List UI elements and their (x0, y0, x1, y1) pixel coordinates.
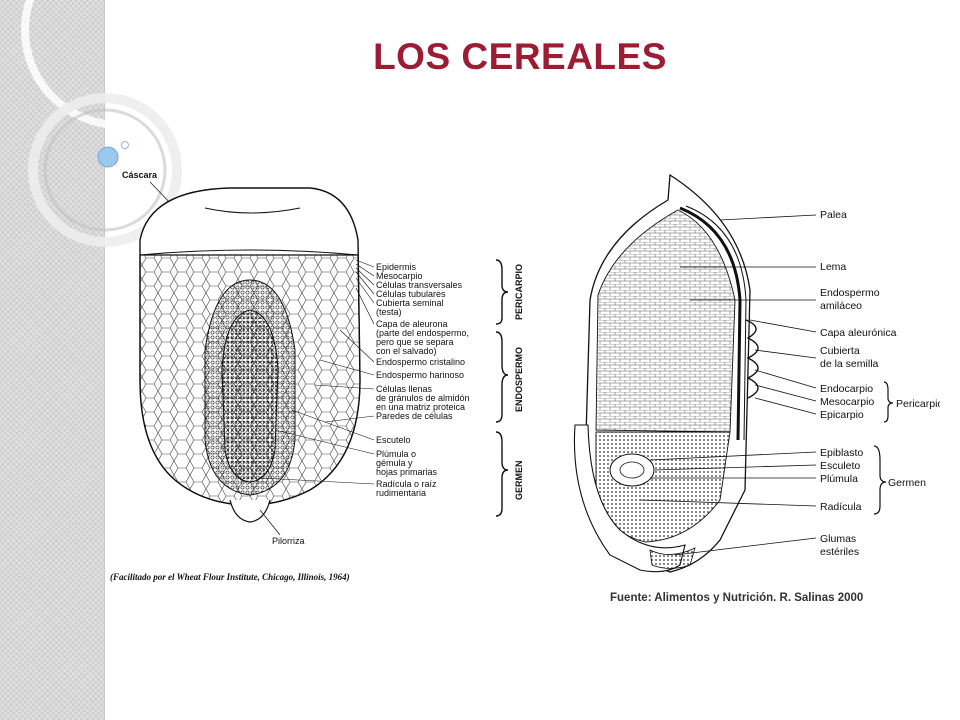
grain-arrows (639, 214, 817, 556)
group-label-pericarpio-r: Pericarpio (896, 398, 940, 410)
source-caption: Fuente: Alimentos y Nutrición. R. Salina… (610, 592, 864, 604)
label-hojas-primarias: hojas primarias (376, 467, 438, 477)
wheat-kernel-diagram: Cáscara Pilorriza Epidermis Mesocarpio C… (110, 170, 524, 582)
figure-credit: (Facilitado por el Wheat Flour Institute… (110, 572, 350, 582)
label-rudimentaria: rudimentaria (376, 488, 426, 498)
leader-line (259, 509, 281, 536)
label-matriz-proteica: en una matriz proteica (376, 402, 465, 412)
label-capa-aleuronica: Capa aleurónica (820, 327, 897, 339)
side-panel (0, 0, 105, 720)
label-epidermis: Epidermis (376, 262, 417, 272)
label-cubierta-seminal: Cubierta seminal (376, 298, 444, 308)
label-gemula: gémula y (376, 458, 413, 468)
label-endocarpio: Endocarpio (820, 383, 873, 395)
germ-embryo (609, 453, 655, 487)
label-lema: Lema (820, 261, 846, 273)
label-aleurona-note-2: pero que se separa (376, 337, 454, 347)
label-granulos-almidon: de gránulos de almidón (376, 393, 470, 403)
label-cubierta: Cubierta (820, 345, 860, 357)
brace-pericarpio (883, 381, 894, 423)
germ-embryo-core (619, 461, 645, 479)
label-endospermo-harinoso: Endospermo harinoso (376, 370, 464, 380)
label-mesocarpio: Mesocarpio (376, 271, 423, 281)
label-aleurona-note-3: con el salvado) (376, 346, 437, 356)
group-label-endospermo: ENDOSPERMO (514, 347, 524, 412)
grain-layers (679, 206, 742, 441)
label-radicula-r: Radícula (820, 501, 862, 513)
kernel-leader-lines (259, 259, 375, 485)
husk-crease (204, 207, 301, 214)
grain-labels: Palea Lema Endospermo amiláceo Capa aleu… (820, 209, 897, 558)
deco-dot-small (121, 141, 129, 149)
cereal-grain-diagram: Palea Lema Endospermo amiláceo Capa aleu… (573, 173, 940, 573)
grain-layer-outer (685, 205, 747, 441)
label-endospermo: Endospermo (820, 287, 880, 299)
label-aleurona-note-1: (parte del endospermo, (376, 328, 469, 338)
group-label-germen: GERMEN (514, 460, 524, 500)
label-endospermo-cristalino: Endospermo cristalino (376, 357, 465, 367)
root-cap (229, 499, 271, 523)
label-capa-aleurona: Capa de aleurona (376, 319, 448, 329)
label-celulas-transversales: Células transversales (376, 280, 463, 290)
label-glumas: Glumas (820, 533, 856, 545)
label-escutelo: Escutelo (376, 435, 411, 445)
brace-germen (873, 445, 887, 515)
label-de-la-semilla: de la semilla (820, 358, 879, 370)
label-esteriles: estériles (820, 546, 859, 558)
label-plumula-r: Plúmula (820, 473, 858, 485)
label-epicarpio: Epicarpio (820, 409, 864, 421)
label-testa: (testa) (376, 307, 402, 317)
label-epiblasto: Epiblasto (820, 447, 863, 459)
grain-base (649, 547, 696, 569)
label-celulas-llenas: Células llenas (376, 384, 433, 394)
label-pilorriza: Pilorriza (272, 536, 305, 546)
germ (221, 309, 279, 483)
label-mesocarpio-r: Mesocarpio (820, 396, 874, 408)
page-title: LOS CEREALES (373, 36, 667, 77)
label-plumula: Plúmula o (376, 449, 416, 459)
group-label-pericarpio: PERICARPIO (514, 264, 524, 320)
group-braces (495, 259, 509, 517)
aleurone-edge (139, 249, 359, 256)
label-amilaceo: amiláceo (820, 300, 862, 312)
pericarp-bumps (745, 319, 759, 399)
label-celulas-tubulares: Células tubulares (376, 289, 446, 299)
kernel-labels: Epidermis Mesocarpio Células transversal… (376, 262, 470, 498)
label-radicula: Radícula o raíz (376, 479, 437, 489)
label-paredes-celulas: Paredes de células (376, 411, 453, 421)
label-palea: Palea (820, 209, 847, 221)
label-esculeto: Esculeto (820, 460, 860, 472)
group-label-germen-r: Germen (888, 477, 926, 489)
label-cascara: Cáscara (122, 170, 158, 180)
grain-endosperm (595, 209, 736, 433)
